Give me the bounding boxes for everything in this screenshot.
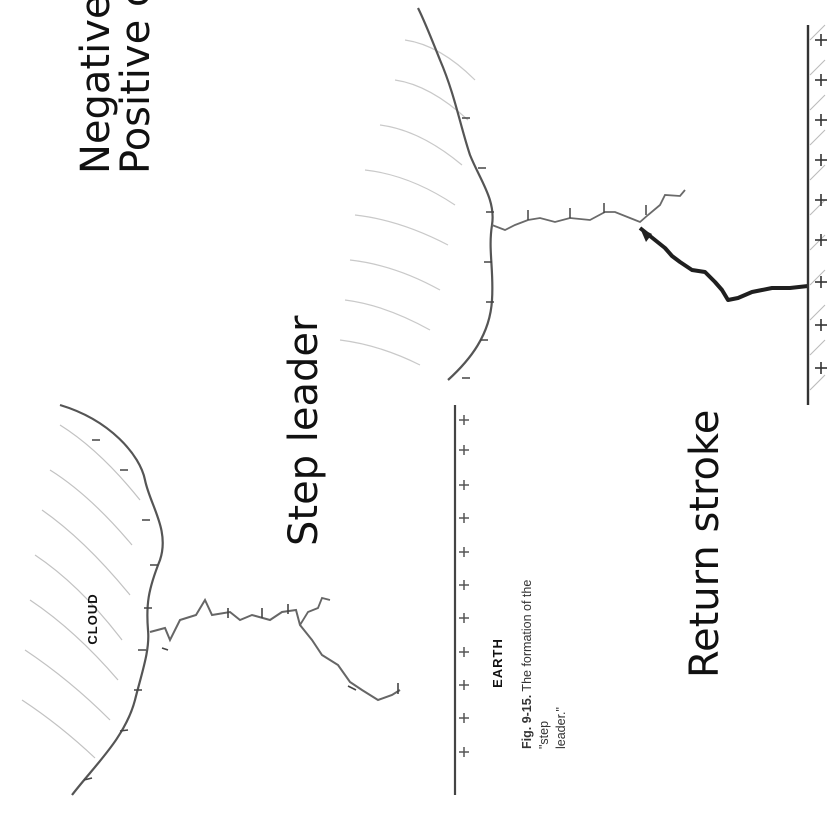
leader-charges-right (527, 203, 647, 220)
step-leader-charges (161, 604, 399, 694)
step-leader-path (149, 597, 401, 702)
earth-label: EARTH (490, 638, 505, 688)
cloud-edge-right (417, 7, 494, 381)
return-stroke-label: Return stroke (682, 409, 728, 678)
return-stroke-path (638, 226, 809, 302)
leader-channel-right (491, 189, 686, 231)
cloud-charges-left (83, 439, 158, 781)
figure-caption: Fig. 9-15. The formation of the "step le… (519, 559, 568, 749)
earth-charges-right (815, 34, 827, 374)
figure-number: Fig. 9-15. (520, 694, 534, 749)
earth-hatch-right (809, 24, 826, 391)
cloud-charges-right (462, 117, 494, 379)
cloud-hatching-left (21, 424, 141, 759)
step-leader-label: Step leader (281, 315, 327, 546)
earth-charges-left (459, 415, 469, 757)
positive-label: Positive c (113, 0, 159, 174)
caption-line-2: leader." (554, 707, 568, 749)
cloud-label: CLOUD (85, 593, 100, 645)
cloud-hatching-right (339, 39, 476, 366)
return-stroke-arrow (640, 228, 652, 242)
step-leader-branch (299, 596, 331, 626)
cloud-edge-left (59, 403, 164, 796)
